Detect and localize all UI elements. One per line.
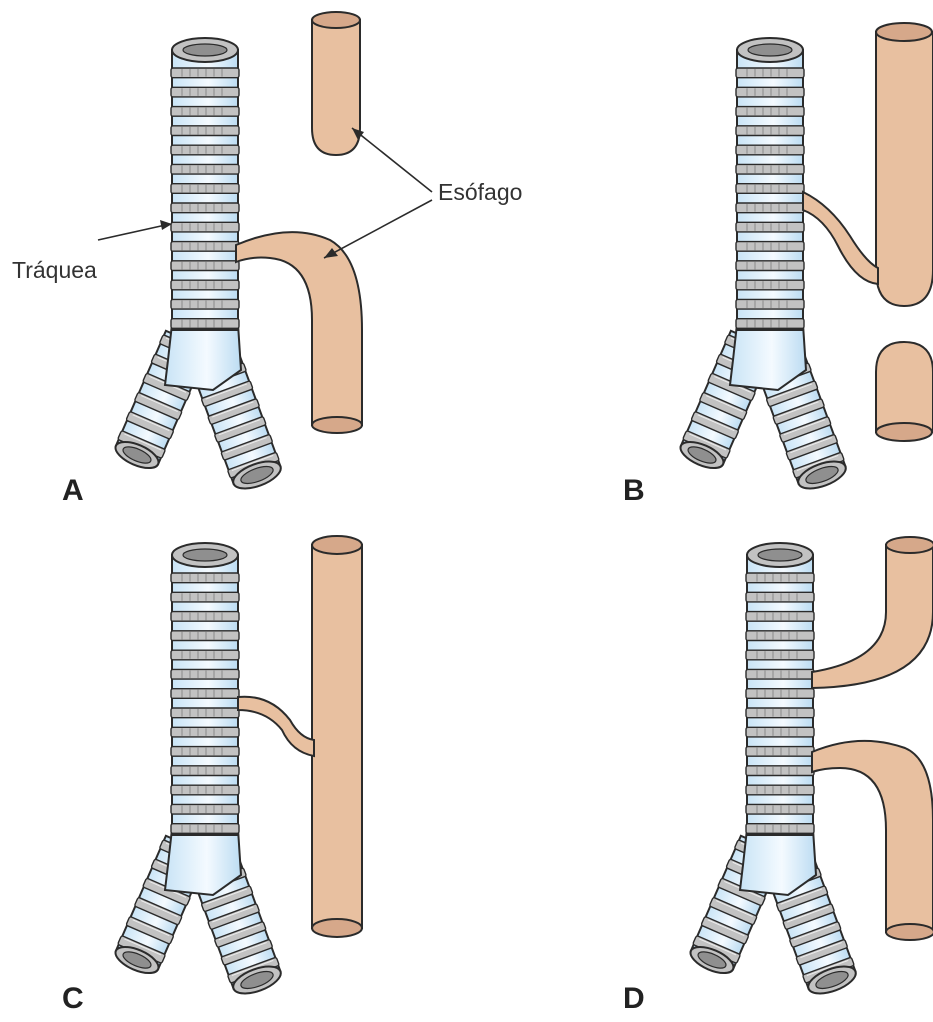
cartilage-ring <box>171 68 239 78</box>
esophagus-lower-pouch <box>876 342 933 432</box>
panel-a-trachea <box>171 38 239 330</box>
cartilage-ring <box>746 612 814 622</box>
arrowhead <box>160 220 172 230</box>
cartilage-ring <box>171 203 239 213</box>
panel-letter-a: A <box>62 474 84 507</box>
cartilage-ring <box>171 242 239 252</box>
panel-letter-d: D <box>623 982 645 1015</box>
trachea-arrow <box>98 224 170 240</box>
cartilage-ring <box>736 261 804 271</box>
cartilage-ring <box>171 785 239 795</box>
cartilage-ring <box>746 727 814 737</box>
cartilage-ring <box>171 319 239 329</box>
cartilage-ring <box>746 592 814 602</box>
cartilage-ring <box>171 280 239 290</box>
esophagus-bottom-opening <box>312 919 362 937</box>
cartilage-ring <box>736 319 804 329</box>
trachea-top-lumen <box>183 549 227 561</box>
cartilage-ring <box>736 126 804 136</box>
trachea-top-lumen <box>183 44 227 56</box>
h-type-fistula <box>238 697 314 756</box>
esophagus-lower-opening <box>312 417 362 433</box>
cartilage-ring <box>171 650 239 660</box>
esophagus-upper-opening <box>876 23 932 41</box>
cartilage-ring <box>171 87 239 97</box>
esophagus-upper-opening <box>312 12 360 28</box>
cartilage-ring <box>171 107 239 117</box>
cartilage-ring <box>746 631 814 641</box>
cartilage-ring <box>736 145 804 155</box>
panel-b-trachea <box>736 38 804 330</box>
cartilage-ring <box>746 650 814 660</box>
cartilage-ring <box>746 824 814 834</box>
cartilage-ring <box>746 804 814 814</box>
cartilage-ring <box>171 299 239 309</box>
cartilage-ring <box>746 689 814 699</box>
cartilage-ring <box>736 68 804 78</box>
trachea-top-lumen <box>758 549 802 561</box>
panel-letter-b: B <box>623 474 645 507</box>
cartilage-ring <box>171 184 239 194</box>
esophagus-top-opening <box>312 536 362 554</box>
panel-c-trachea <box>171 543 239 835</box>
cartilage-ring <box>736 242 804 252</box>
panel-c <box>111 536 362 999</box>
esophagus-label: Esófago <box>438 179 522 205</box>
cartilage-ring <box>736 203 804 213</box>
esophagus-upper-segment <box>876 32 933 306</box>
cartilage-ring <box>171 592 239 602</box>
cartilage-ring <box>171 222 239 232</box>
cartilage-ring <box>736 107 804 117</box>
cartilage-ring <box>171 804 239 814</box>
trachea-label: Tráquea <box>12 257 97 283</box>
cartilage-ring <box>171 573 239 583</box>
cartilage-ring <box>746 708 814 718</box>
cartilage-ring <box>171 164 239 174</box>
esophagus-lower-opening <box>876 423 932 441</box>
cartilage-ring <box>746 785 814 795</box>
panel-letter-c: C <box>62 982 84 1015</box>
cartilage-ring <box>171 631 239 641</box>
esophagus-arrow-upper <box>352 128 432 192</box>
cartilage-ring <box>171 747 239 757</box>
panel-d-trachea <box>746 543 814 835</box>
cartilage-ring <box>171 261 239 271</box>
cartilage-ring <box>736 164 804 174</box>
esophagus-upper-pouch <box>312 20 360 155</box>
cartilage-ring <box>736 299 804 309</box>
trachea-top-lumen <box>748 44 792 56</box>
tracheoesophageal-fistula <box>803 192 878 284</box>
cartilage-ring <box>171 824 239 834</box>
cartilage-ring <box>736 87 804 97</box>
diagram-artwork <box>98 12 933 999</box>
esophagus <box>312 545 362 928</box>
esophagus-arrow-lower <box>324 200 432 258</box>
panel-d <box>686 537 933 999</box>
cartilage-ring <box>171 689 239 699</box>
cartilage-ring <box>746 766 814 776</box>
cartilage-ring <box>171 727 239 737</box>
cartilage-ring <box>171 612 239 622</box>
panel-b <box>676 23 933 494</box>
cartilage-ring <box>746 747 814 757</box>
cartilage-ring <box>171 145 239 155</box>
cartilage-ring <box>746 573 814 583</box>
cartilage-ring <box>736 280 804 290</box>
esophagus-lower-opening <box>886 924 933 940</box>
cartilage-ring <box>746 669 814 679</box>
cartilage-ring <box>171 669 239 679</box>
cartilage-ring <box>736 222 804 232</box>
cartilage-ring <box>171 126 239 136</box>
cartilage-ring <box>736 184 804 194</box>
cartilage-ring <box>171 708 239 718</box>
cartilage-ring <box>171 766 239 776</box>
esophagus-upper-opening <box>886 537 933 553</box>
esophagus-upper-segment <box>812 545 933 688</box>
panel-a <box>98 12 432 494</box>
